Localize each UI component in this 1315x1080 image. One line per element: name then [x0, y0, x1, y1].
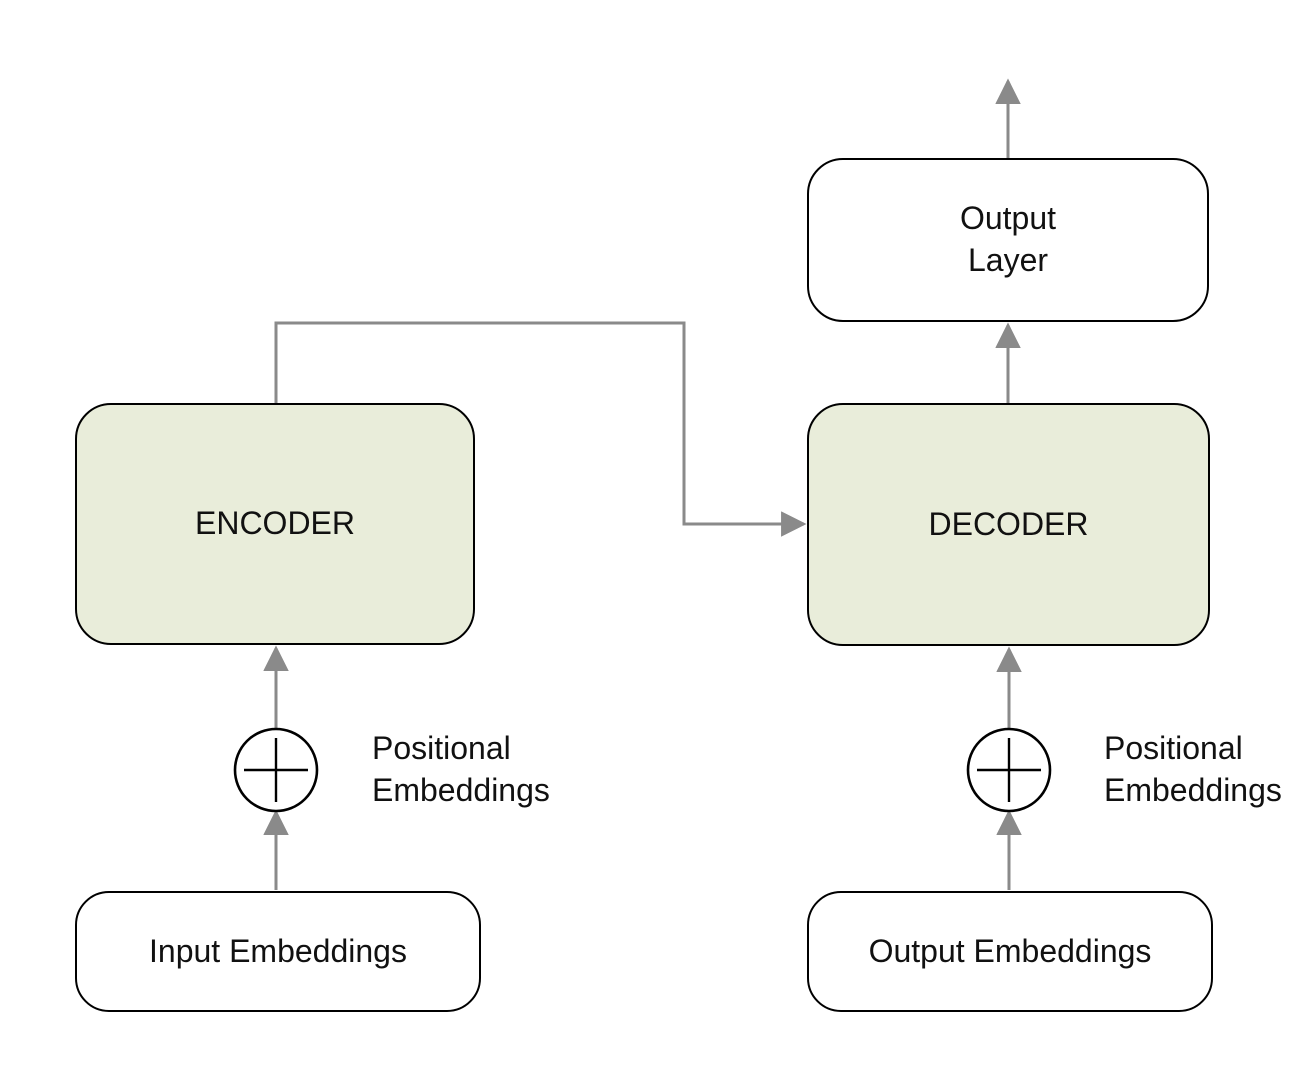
- output-layer-label: Output Layer: [959, 200, 1057, 278]
- encoder-label: ENCODER: [194, 505, 355, 542]
- output-embeddings-block: Output Embeddings: [807, 891, 1213, 1012]
- positional-embeddings-label-left: Positional Embeddings: [372, 730, 550, 808]
- output-embeddings-label: Output Embeddings: [868, 932, 1152, 969]
- plus-circle-left-icon: [233, 727, 319, 813]
- positional-embeddings-label-right: Positional Embeddings: [1104, 730, 1282, 808]
- decoder-label: DECODER: [928, 505, 1089, 542]
- plus-sign-right-icon: [977, 738, 1041, 802]
- plus-circle-right-icon: [966, 727, 1052, 813]
- positional-adder-left: [233, 727, 319, 813]
- plus-sign-left-icon: [244, 738, 308, 802]
- input-embeddings-label: Input Embeddings: [149, 932, 407, 969]
- decoder-block: DECODER: [807, 403, 1210, 646]
- encoder-block: ENCODER: [75, 403, 475, 645]
- positional-adder-right: [966, 727, 1052, 813]
- output-layer-block: Output Layer: [807, 158, 1209, 322]
- input-embeddings-block: Input Embeddings: [75, 891, 481, 1012]
